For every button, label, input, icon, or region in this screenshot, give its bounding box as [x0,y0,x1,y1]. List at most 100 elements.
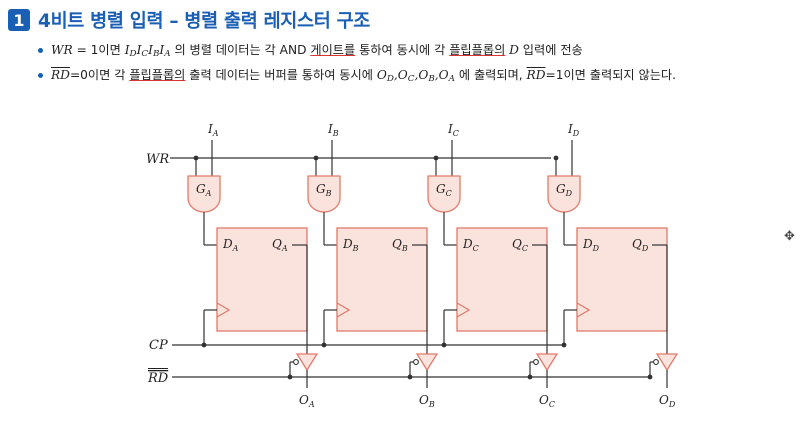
input-label-sub: C [453,129,459,138]
d-input-label: DD [582,237,600,253]
section-number-badge: 1 [8,9,30,31]
subscript: C [141,49,149,60]
section-header: 1 4비트 병렬 입력 – 병렬 출력 레지스터 구조 [8,7,370,33]
cp-label: CP [149,338,168,353]
rd-term: RD [526,68,546,83]
subscript: B [428,74,435,85]
d-input-label: DA [222,237,239,253]
clock-triangle-icon [216,302,231,318]
text-fragment: 출력 데이터는 버퍼를 통하여 동시에 [185,68,377,83]
input-term: IDICIBIA [124,43,171,60]
gate-label-sub: D [565,189,573,198]
input-label-main: I [207,122,213,136]
gate-label: GB [316,182,332,198]
gate-label-sub: C [446,189,452,198]
input-label: ID [567,122,580,138]
q-output-label: QA [272,237,288,253]
bullet-list: WR = 1이면 IDICIBIA 의 병렬 데이터는 각 AND 게이트를 통… [36,42,796,92]
underlined-term: 플립플롭의 [129,68,186,83]
rd-term: RD [51,68,70,83]
q-output-label-sub: C [522,244,528,253]
input-label-main: I [327,122,333,136]
d-input-label-sub: A [232,244,239,253]
bullet-text: RD=0이면 각 플립플롭의 출력 데이터는 버퍼를 통하여 동시에 OD,OC… [51,67,796,88]
d-input-label-main: D [222,237,233,251]
cp-junction-dot [201,342,207,348]
input-label-sub: A [212,129,219,138]
subscript: D [386,74,394,85]
input-label: IB [327,122,339,138]
enable-bubble [653,359,659,365]
tri-state-buffer [415,353,439,372]
q-output-label-sub: B [401,244,408,253]
cp-junction-dot [441,342,447,348]
q-output-label-sub: A [281,244,288,253]
input-label-sub: D [572,129,580,138]
enable-bubble [533,359,539,365]
cp-junction-dot [321,342,327,348]
text-fragment: 입력에 전송 [518,43,583,57]
text-fragment: 통하여 동시에 각 [355,43,450,57]
output-label-main: O [539,393,549,407]
q-output-label-sub: D [641,244,649,253]
bullet-item-wr: WR = 1이면 IDICIBIA 의 병렬 데이터는 각 AND 게이트를 통… [36,42,796,63]
d-input-label-sub: C [473,244,479,253]
tri-state-buffer [535,353,559,372]
output-label: OB [419,393,435,409]
input-label: IC [447,122,459,138]
gate-label-main: G [556,182,566,196]
subscript: D [129,49,137,60]
output-label: OD [659,393,676,409]
clock-triangle-icon [576,302,591,318]
d-input-label-sub: B [352,244,359,253]
text-fragment: O [376,68,387,83]
wr-term: WR [51,43,73,57]
bullet-dot-icon [38,48,43,53]
bullet-dot-icon [38,73,43,79]
q-output-label: QC [512,237,528,253]
underlined-term: 게이트를 [310,43,356,57]
text-fragment: =0이면 각 [69,68,130,83]
text-fragment: O [438,68,449,83]
gate-label: GC [436,182,452,198]
bullet-text: WR = 1이면 IDICIBIA 의 병렬 데이터는 각 AND 게이트를 통… [51,42,796,63]
d-input-label-main: D [462,237,473,251]
text-fragment: I [124,43,130,57]
d-input-label-sub: D [592,244,600,253]
and-gate [547,175,581,213]
rd-junction-dot [647,374,653,380]
input-label-main: I [447,122,453,136]
gate-label-main: G [316,182,326,196]
subscript: A [448,74,455,85]
move-cursor-icon: ✥ [784,229,795,244]
gate-label: GD [556,182,573,198]
text-fragment: I [136,43,142,57]
d-term: D [509,43,519,57]
enable-bubble [293,359,299,365]
text-fragment: = 1이면 [72,43,125,57]
subscript: C [407,74,415,85]
output-term: OD,OC,OB,OA [376,68,455,85]
subscript: B [152,49,160,60]
text-fragment: O [397,68,408,83]
page-title: 4비트 병렬 입력 – 병렬 출력 레지스터 구조 [38,11,371,32]
q-output-label-main: Q [512,237,522,251]
underlined-term: 플립플롭의 [449,43,506,57]
q-output-label: QD [632,237,649,253]
input-label: IA [207,122,219,138]
gate-label-main: G [196,182,206,196]
text-fragment: =1이면 출력되지 않는다. [545,68,677,83]
rd-junction-dot [527,374,533,380]
subscript: A [164,49,171,60]
gate-label: GA [196,182,212,198]
rd-junction-dot [287,374,293,380]
text-fragment: I [159,43,165,57]
text-fragment: O [418,68,429,83]
output-label: OC [539,393,555,409]
q-output-label-main: Q [272,237,282,251]
gate-label-sub: B [325,189,332,198]
and-gate [307,175,341,213]
input-label-sub: B [332,129,339,138]
